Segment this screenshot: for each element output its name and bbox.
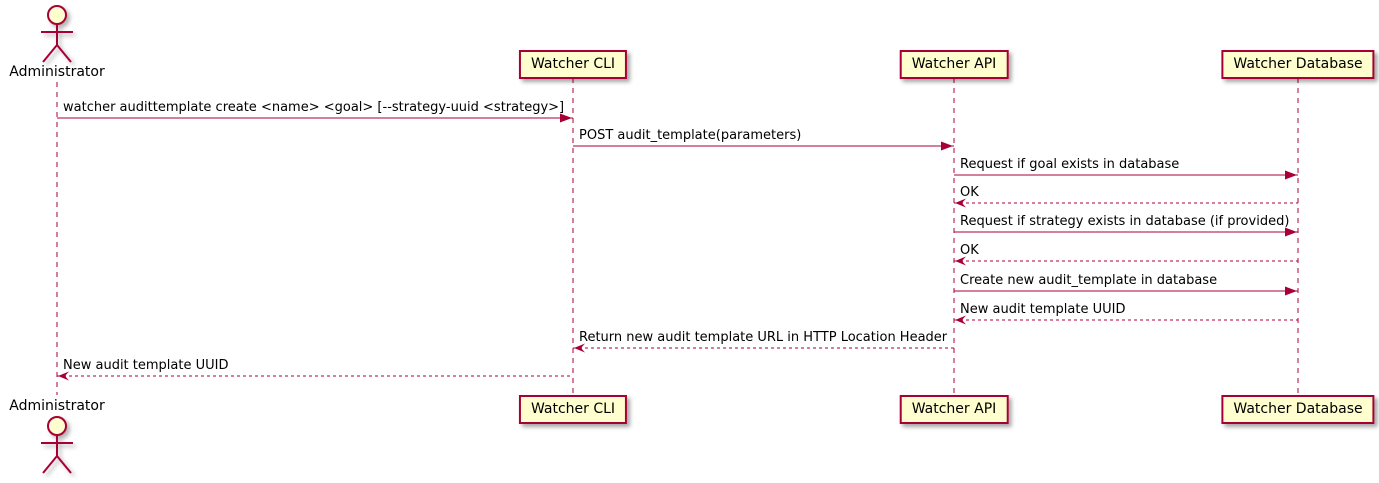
message-arrowhead-7 [955, 315, 966, 325]
participant-box-watcher-database-top: Watcher Database [1221, 50, 1375, 79]
participant-label-administrator-bottom: Administrator [9, 398, 105, 414]
participant-box-watcher-cli-bottom: Watcher CLI [518, 395, 628, 424]
message-label-9: New audit template UUID [63, 358, 229, 373]
participant-box-watcher-api-top: Watcher API [899, 50, 1009, 79]
message-arrowhead-6 [1285, 286, 1297, 296]
participant-label-administrator-top: Administrator [9, 64, 105, 80]
message-label-5: OK [960, 243, 979, 258]
message-label-1: POST audit_template(parameters) [579, 128, 802, 143]
message-arrowhead-5 [955, 256, 966, 266]
message-label-4: Request if strategy exists in database (… [960, 214, 1290, 229]
actor-figure-administrator-top [41, 5, 73, 63]
message-label-2: Request if goal exists in database [960, 157, 1180, 172]
participant-box-watcher-cli-top: Watcher CLI [518, 50, 628, 79]
message-arrowhead-3 [955, 198, 966, 208]
message-arrowhead-9 [58, 371, 69, 381]
message-arrowhead-0 [560, 113, 572, 123]
message-arrowhead-4 [1285, 227, 1297, 237]
message-label-7: New audit template UUID [960, 302, 1126, 317]
actor-limb [56, 455, 72, 474]
message-arrowhead-2 [1285, 170, 1297, 180]
message-label-3: OK [960, 185, 979, 200]
message-arrowhead-1 [941, 141, 953, 151]
message-label-8: Return new audit template URL in HTTP Lo… [579, 330, 948, 345]
actor-figure-administrator-bottom [41, 416, 73, 474]
actor-limb [42, 455, 58, 474]
actor-head [47, 416, 67, 436]
actor-limb [56, 44, 72, 63]
participant-box-watcher-api-bottom: Watcher API [899, 395, 1009, 424]
participant-box-watcher-database-bottom: Watcher Database [1221, 395, 1375, 424]
message-label-6: Create new audit_template in database [960, 273, 1218, 288]
actor-head [47, 5, 67, 25]
message-arrowhead-8 [574, 343, 585, 353]
message-label-0: watcher audittemplate create <name> <goa… [63, 100, 565, 115]
actor-limb [42, 44, 58, 63]
